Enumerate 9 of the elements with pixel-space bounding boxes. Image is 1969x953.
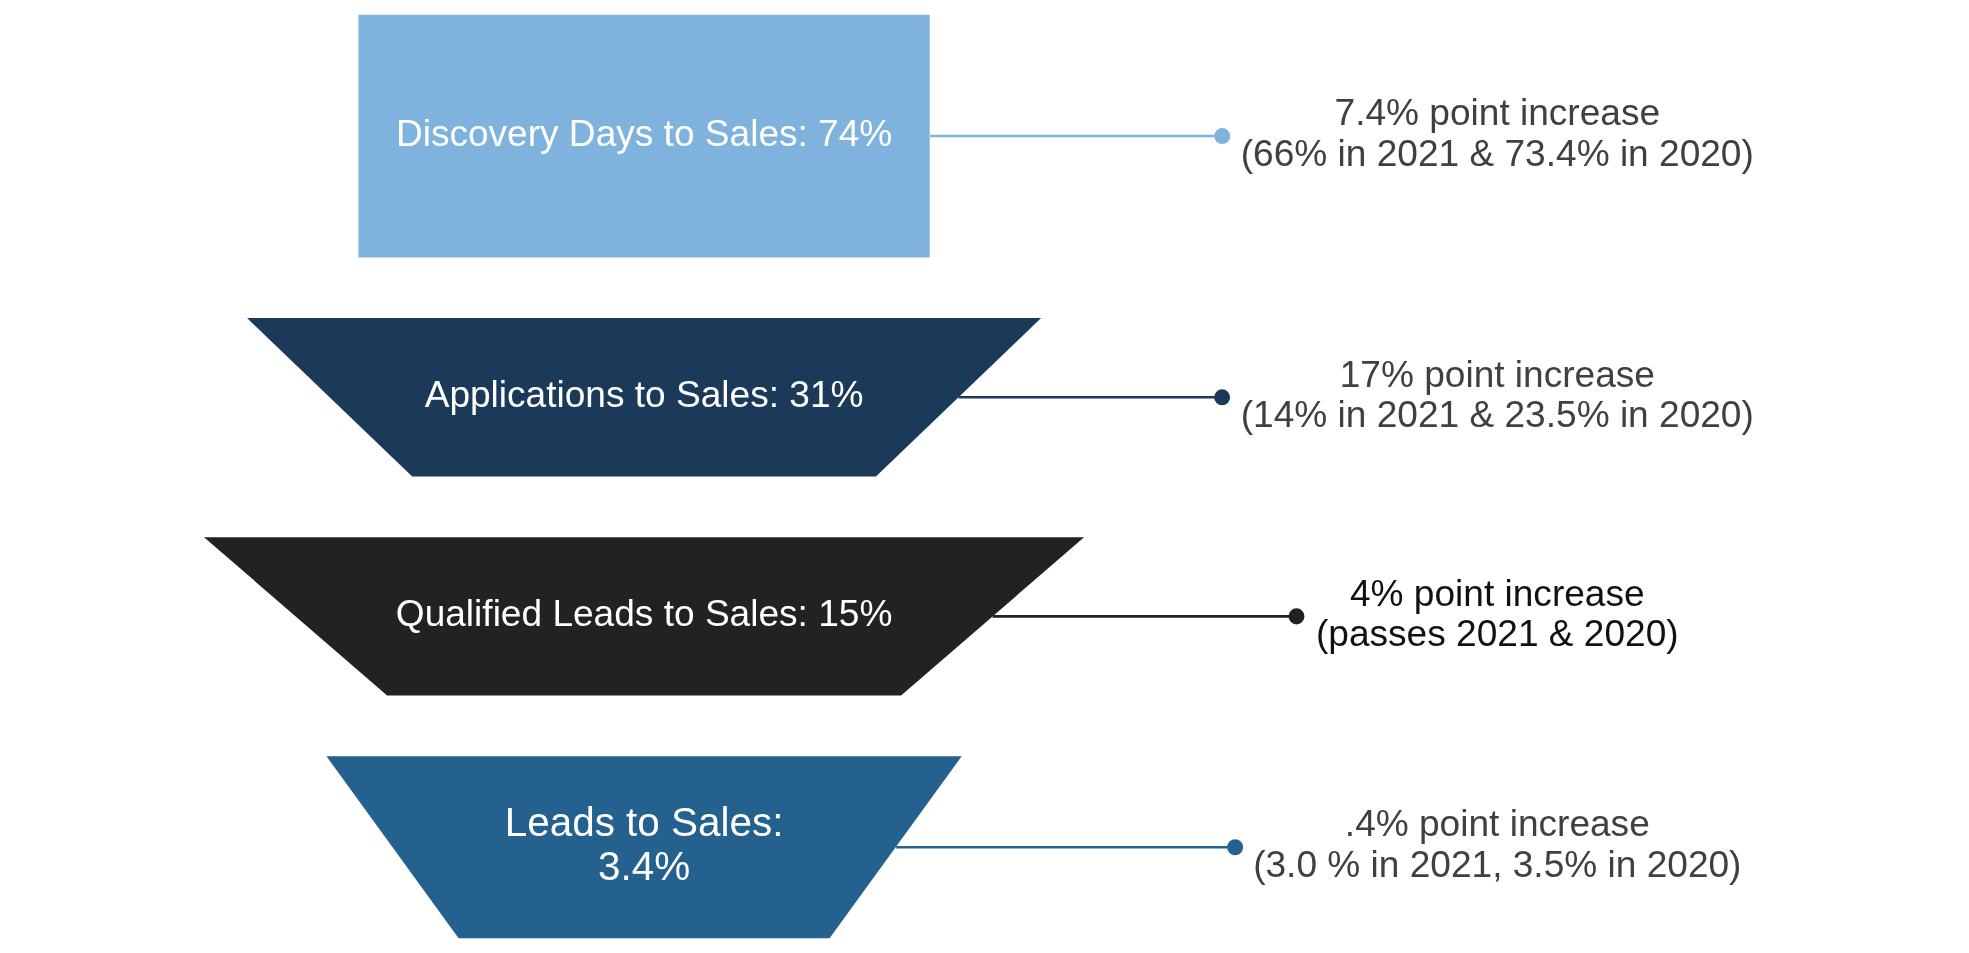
node-box: Discovery Days to Sales: 74%: [358, 14, 930, 258]
connector: [929, 128, 1231, 145]
connector: [992, 608, 1305, 625]
node-text: 7.4% point increase (66% in 2021 & 73.4% in 2020): [1240, 91, 1754, 174]
node-text: .4% point increase (3.0 % in 2021, 3.5% in 2020): [1253, 802, 1742, 885]
node-text: 17% point increase (14% in 2021 & 23.5% in 2020): [1240, 352, 1754, 435]
connector: [896, 839, 1244, 856]
node-text: 4% point increase (passes 2021 & 2020): [1315, 571, 1679, 655]
connector: [958, 389, 1231, 406]
